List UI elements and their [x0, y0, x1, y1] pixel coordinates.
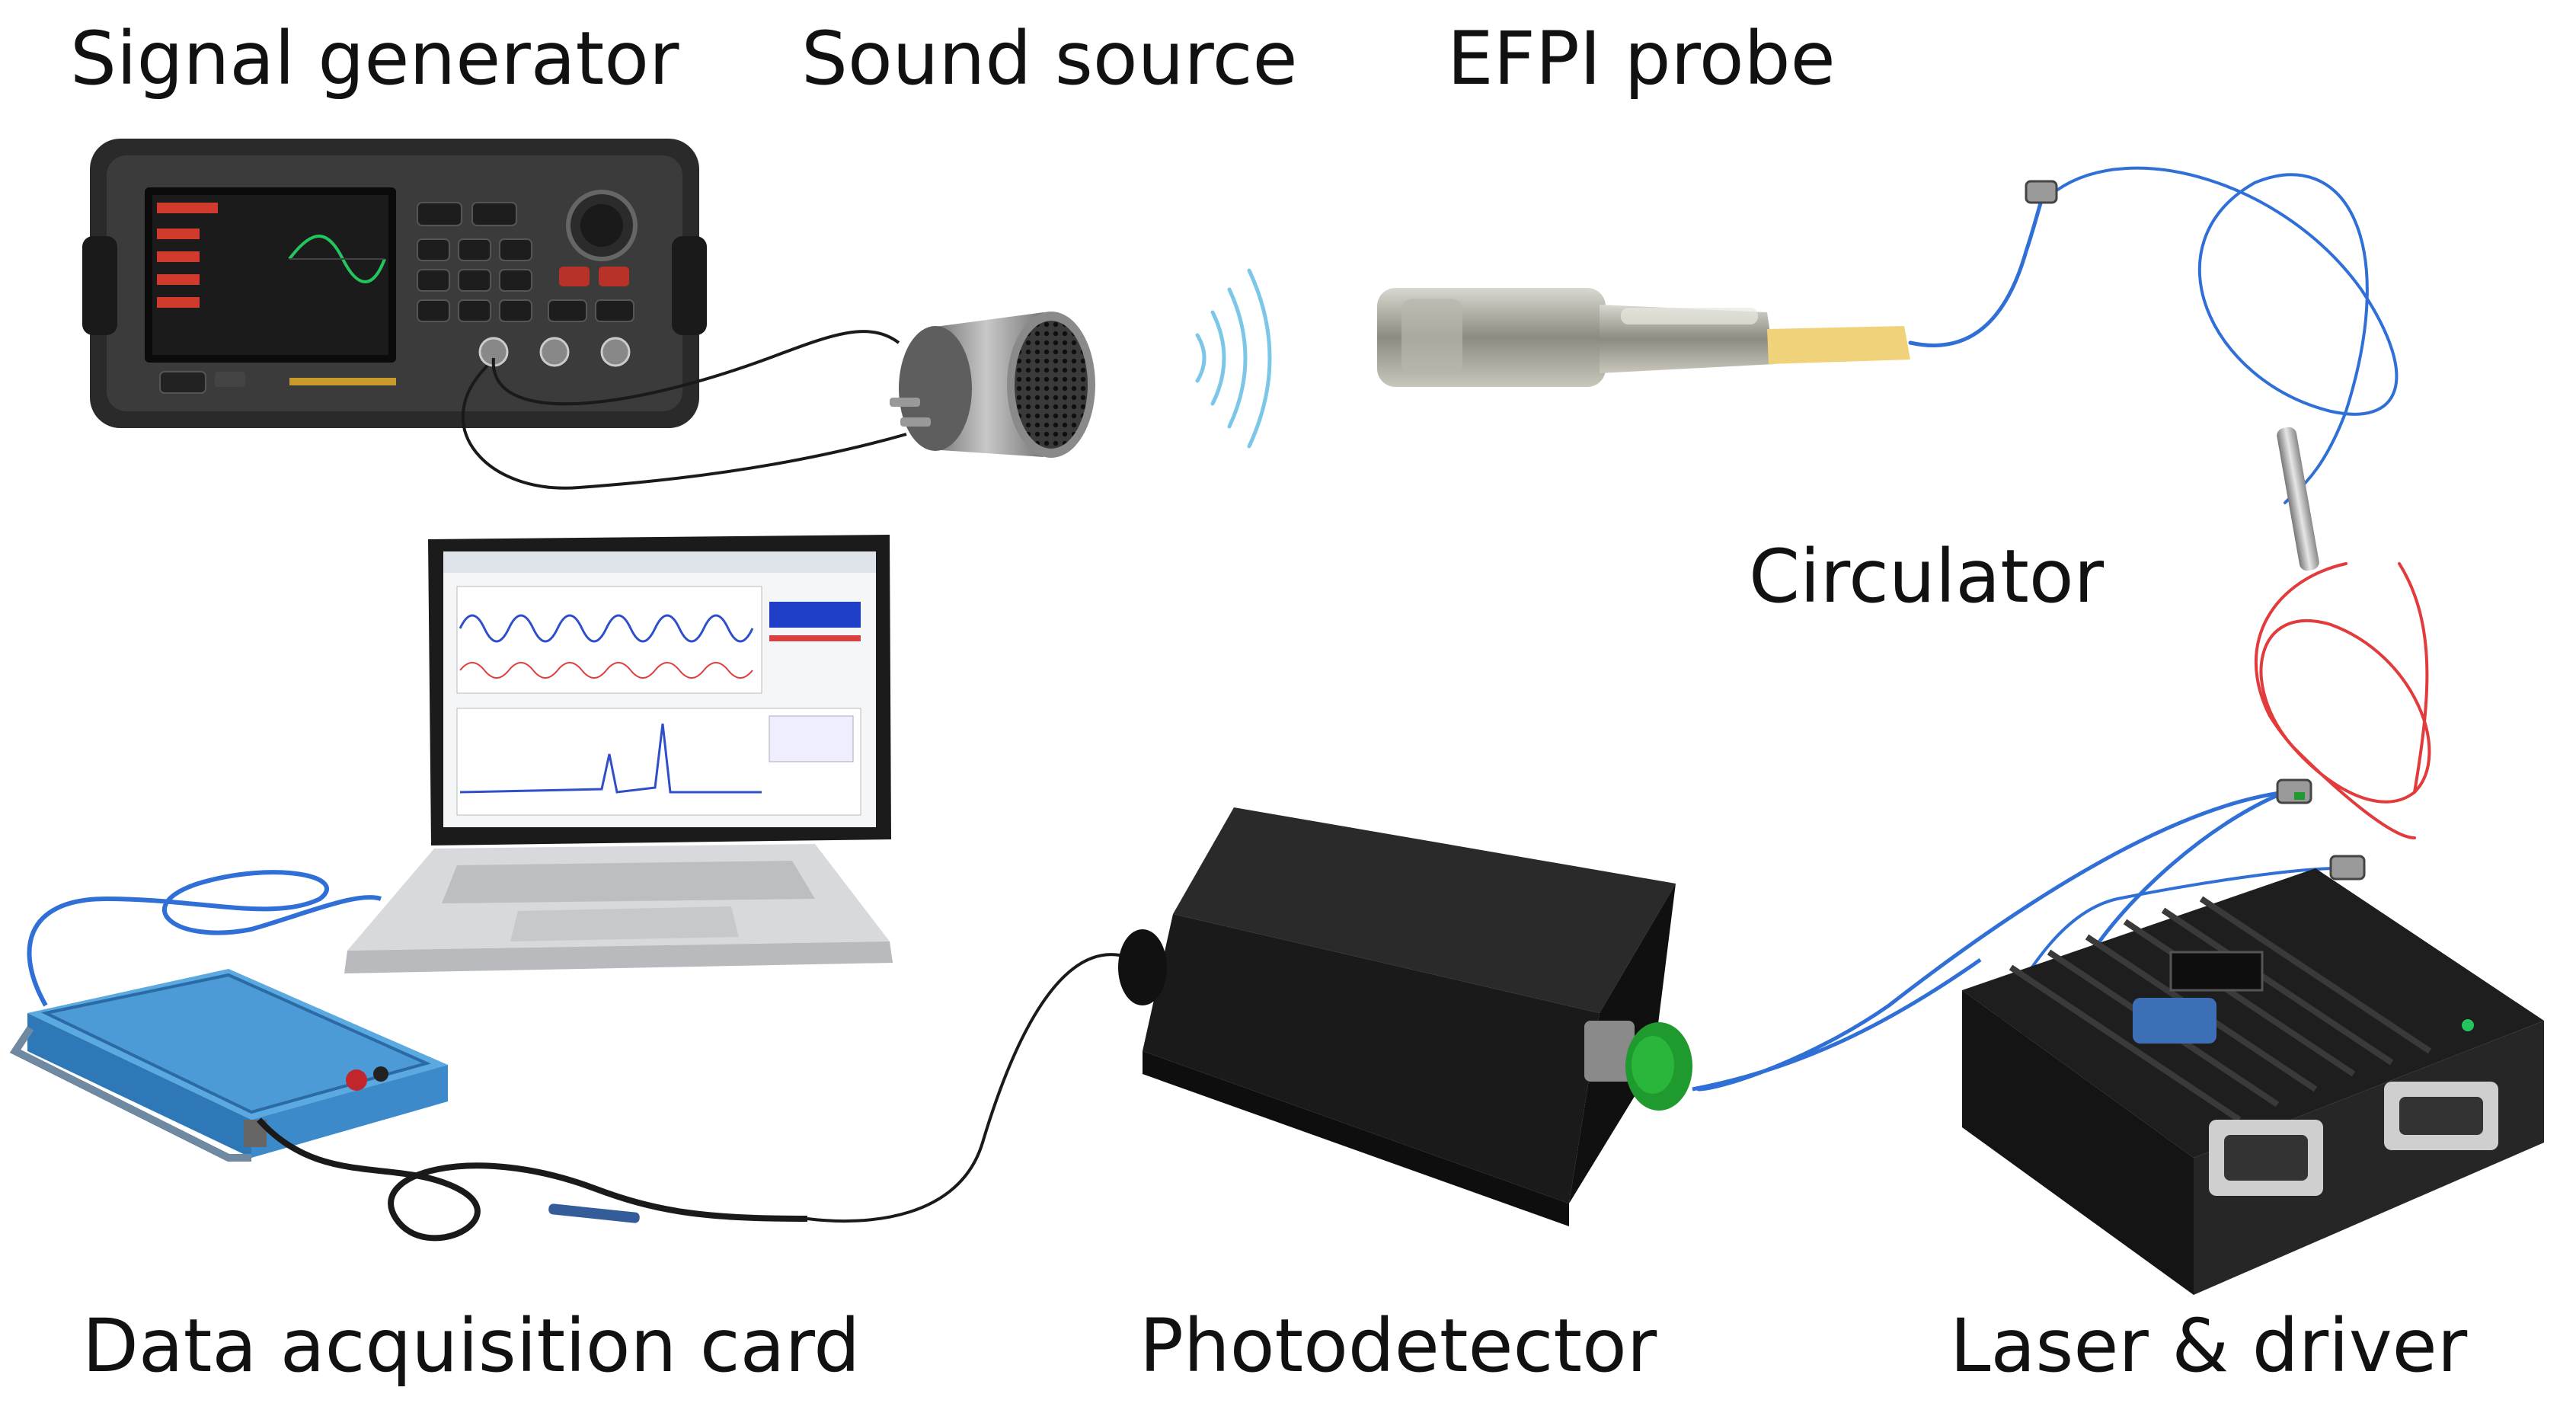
label-sound-source: Sound source — [801, 16, 1298, 101]
circulator-device — [2277, 427, 2319, 571]
signal-cable — [461, 330, 907, 490]
sound-waves — [1195, 268, 1272, 449]
label-data-acquisition-card: Data acquisition card — [82, 1303, 860, 1389]
signal-generator-device — [82, 139, 707, 428]
data-acquisition-card — [9, 969, 448, 1162]
label-efpi-probe: EFPI probe — [1447, 16, 1836, 101]
photodetector-cable — [807, 953, 1120, 1223]
laser-driver-device — [1962, 868, 2544, 1295]
usb-cable — [27, 870, 382, 1007]
photodetector-fiber — [1692, 957, 1982, 1092]
efpi-probe — [1377, 288, 1910, 387]
label-circulator: Circulator — [1749, 534, 2105, 619]
photodetector-device — [1118, 807, 1692, 1226]
label-laser-driver: Laser & driver — [1950, 1303, 2468, 1389]
label-signal-generator: Signal generator — [70, 16, 679, 101]
sound-source-speaker — [890, 312, 1095, 458]
probe-cable — [257, 1117, 808, 1242]
laptop-computer — [344, 535, 893, 973]
label-photodetector: Photodetector — [1139, 1303, 1657, 1389]
fiber-connectors — [2025, 180, 2366, 881]
